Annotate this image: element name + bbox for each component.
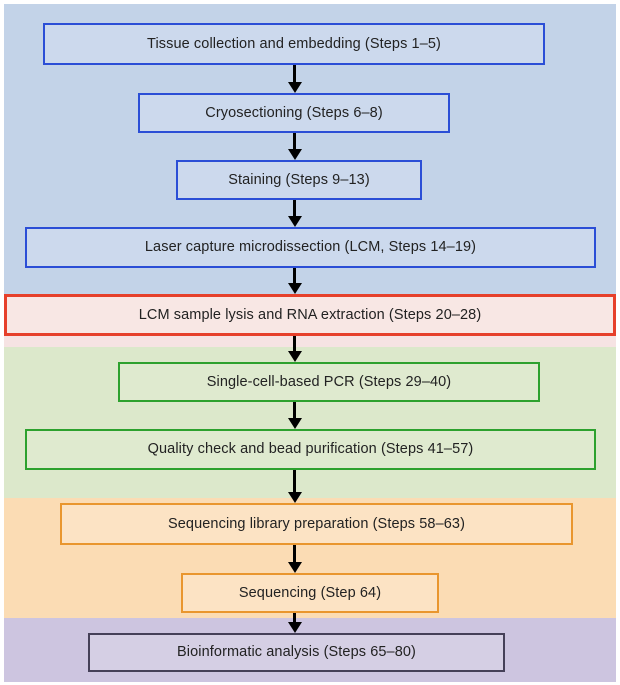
down-arrow-icon <box>293 545 296 563</box>
step-label: Quality check and bead purification (Ste… <box>147 441 474 458</box>
step-box-library-preparation: Sequencing library preparation (Steps 58… <box>60 503 573 545</box>
step-box-tissue-collection: Tissue collection and embedding (Steps 1… <box>43 23 545 65</box>
step-label: Sequencing (Step 64) <box>238 584 382 601</box>
step-label: LCM sample lysis and RNA extraction (Ste… <box>138 306 482 323</box>
down-arrow-icon <box>293 402 296 419</box>
down-arrow-icon <box>293 470 296 493</box>
step-label: Staining (Steps 9–13) <box>228 171 370 188</box>
step-box-cryosectioning: Cryosectioning (Steps 6–8) <box>138 93 450 133</box>
step-box-sequencing: Sequencing (Step 64) <box>181 573 439 613</box>
down-arrow-icon <box>293 613 296 623</box>
step-box-quality-check-bead-purification: Quality check and bead purification (Ste… <box>25 429 596 470</box>
step-box-lysis-rna-extraction: LCM sample lysis and RNA extraction (Ste… <box>4 294 616 336</box>
down-arrow-icon <box>293 336 296 352</box>
step-box-single-cell-pcr: Single-cell-based PCR (Steps 29–40) <box>118 362 540 402</box>
down-arrow-icon <box>293 65 296 83</box>
down-arrow-icon <box>293 200 296 217</box>
down-arrow-icon <box>293 268 296 284</box>
step-label: Sequencing library preparation (Steps 58… <box>168 515 465 532</box>
step-label: Laser capture microdissection (LCM, Step… <box>144 239 477 256</box>
step-label: Cryosectioning (Steps 6–8) <box>205 104 383 121</box>
step-box-bioinformatic-analysis: Bioinformatic analysis (Steps 65–80) <box>88 633 505 672</box>
down-arrow-icon <box>293 133 296 150</box>
step-box-laser-capture-microdissection: Laser capture microdissection (LCM, Step… <box>25 227 596 268</box>
step-box-staining: Staining (Steps 9–13) <box>176 160 422 200</box>
step-label: Bioinformatic analysis (Steps 65–80) <box>177 644 416 661</box>
step-label: Tissue collection and embedding (Steps 1… <box>147 35 441 52</box>
step-label: Single-cell-based PCR (Steps 29–40) <box>206 373 452 390</box>
